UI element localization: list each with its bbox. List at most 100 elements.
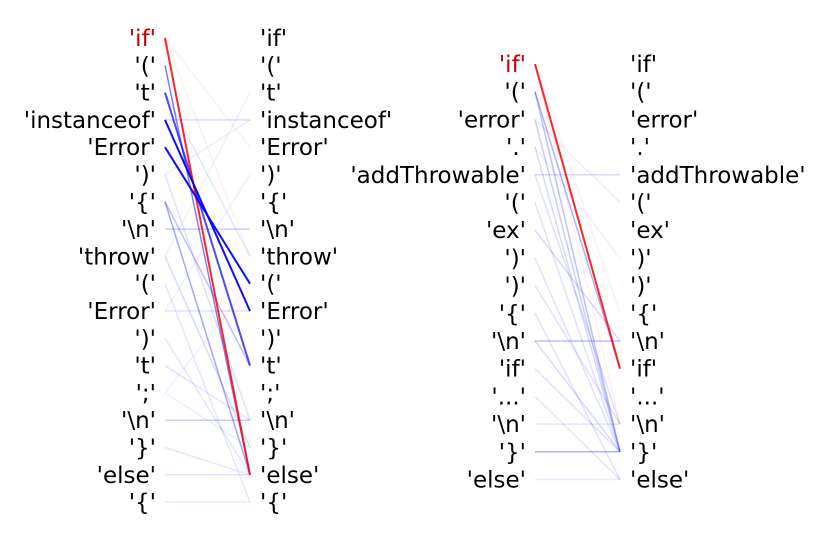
attention-link <box>534 285 621 425</box>
source-token: '(' <box>504 191 526 217</box>
source-token: 'error' <box>458 107 526 133</box>
source-token: '(' <box>504 80 526 106</box>
target-token: 't' <box>260 354 282 380</box>
target-token: 't' <box>260 81 282 107</box>
target-token: ')' <box>260 326 282 352</box>
source-token: '{' <box>499 301 526 327</box>
target-token: '(' <box>630 80 652 106</box>
attention-link <box>534 146 621 259</box>
panel-1: 'if''(''t''instanceof''Error'')''{''\n''… <box>24 26 393 516</box>
source-token: 'instanceof' <box>24 108 156 134</box>
source-token: 'else' <box>467 468 526 494</box>
source-token: '.' <box>506 135 526 161</box>
attention-link <box>164 364 251 421</box>
attention-link <box>534 202 621 453</box>
target-token: '\n' <box>630 412 665 438</box>
target-token: '{' <box>260 190 287 216</box>
attention-link <box>534 91 621 369</box>
target-token: '\n' <box>630 329 665 355</box>
attention-link <box>164 92 251 366</box>
source-token: 'if' <box>499 357 526 383</box>
attention-link <box>534 368 621 453</box>
target-token: '...' <box>630 384 665 410</box>
target-token: '{' <box>630 301 657 327</box>
source-token: 'throw' <box>78 244 156 270</box>
source-token: '}' <box>129 436 156 462</box>
attention-link <box>164 146 251 285</box>
target-token: ')' <box>630 274 652 300</box>
target-token: '}' <box>630 440 657 466</box>
panel-1-links <box>164 37 251 503</box>
attention-link <box>534 257 621 453</box>
source-token: ')' <box>504 246 526 272</box>
source-token: '{' <box>129 490 156 516</box>
target-token: 'Error' <box>260 135 329 161</box>
target-token: 'error' <box>630 107 698 133</box>
target-token: '{' <box>260 490 287 516</box>
attention-link <box>534 312 621 480</box>
attention-link <box>534 63 621 369</box>
target-token: '(' <box>260 272 282 298</box>
attention-link <box>164 37 251 257</box>
source-token: '}' <box>499 440 526 466</box>
panel-2-links <box>534 63 621 481</box>
attention-link <box>534 63 621 425</box>
source-token: '(' <box>134 53 156 79</box>
source-token: 'if' <box>129 26 156 52</box>
source-token: ')' <box>134 326 156 352</box>
source-token: '{' <box>129 190 156 216</box>
source-token: '\n' <box>121 217 156 243</box>
attention-link <box>164 92 251 257</box>
target-token: 'else' <box>630 468 689 494</box>
attention-link <box>164 201 251 366</box>
source-token: 'Error' <box>87 135 156 161</box>
source-token: 't' <box>134 81 156 107</box>
attention-link <box>534 91 621 452</box>
attention-link <box>164 283 251 394</box>
target-token: 'Error' <box>260 299 329 325</box>
attention-link <box>164 119 251 176</box>
target-token: '}' <box>260 436 287 462</box>
target-token: '\n' <box>260 217 295 243</box>
attention-link <box>164 37 251 148</box>
source-token: '\n' <box>491 329 526 355</box>
source-token: '\n' <box>121 408 156 434</box>
source-token: '...' <box>491 384 526 410</box>
attention-link <box>164 446 251 476</box>
target-token: 'if' <box>630 357 657 383</box>
source-token: 'ex' <box>486 218 526 244</box>
attention-link <box>164 256 251 448</box>
attention-link <box>164 201 251 476</box>
source-token: 'Error' <box>87 299 156 325</box>
target-token: '(' <box>630 191 652 217</box>
attention-link <box>534 119 621 452</box>
source-token: 'if' <box>499 52 526 78</box>
target-token: ')' <box>260 163 282 189</box>
attention-link <box>534 229 621 342</box>
attention-link <box>164 37 251 475</box>
attention-link <box>534 118 621 204</box>
attention-link <box>164 283 251 503</box>
target-token: ')' <box>630 246 652 272</box>
attention-link <box>534 395 621 481</box>
source-token: 'addThrowable' <box>350 163 526 189</box>
source-token: ')' <box>504 274 526 300</box>
attention-link <box>534 63 621 314</box>
target-token: 'ex' <box>630 218 670 244</box>
attention-link <box>164 337 251 476</box>
target-token: ';' <box>260 381 280 407</box>
source-token: ';' <box>136 381 156 407</box>
target-token: 'instanceof' <box>260 108 392 134</box>
source-token: '(' <box>134 272 156 298</box>
attention-link <box>164 174 251 312</box>
attention-link <box>164 92 251 257</box>
target-token: 'throw' <box>260 244 338 270</box>
attention-link <box>534 340 621 453</box>
target-token: 'if' <box>630 52 657 78</box>
target-token: '(' <box>260 53 282 79</box>
source-token: ')' <box>134 163 156 189</box>
attention-link <box>164 174 251 421</box>
target-token: '.' <box>630 135 650 161</box>
